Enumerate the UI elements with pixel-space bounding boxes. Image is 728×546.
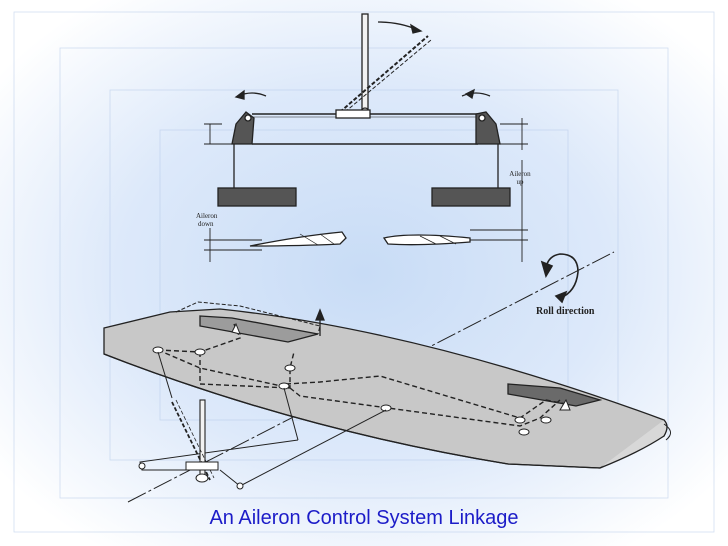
- rotation-arrow-right: [461, 92, 491, 97]
- control-stick-deflected: [339, 35, 429, 113]
- label-roll-direction: Roll direction: [536, 306, 595, 317]
- aileron-block-right: [431, 187, 511, 207]
- dimension-left: [204, 123, 262, 262]
- linkage-top-diagram: [204, 13, 528, 262]
- dimension-right: [470, 118, 528, 262]
- wing-diagram: [103, 251, 671, 503]
- bellcrank-wing-right: [559, 398, 571, 411]
- pulley: [518, 428, 530, 436]
- control-stick: [361, 13, 369, 113]
- wing-tip: [599, 419, 668, 469]
- label-aileron-up-line2: up: [517, 178, 525, 186]
- aileron-left-deflected: [175, 301, 321, 335]
- pulley: [540, 416, 552, 424]
- cockpit-torque-tube: [185, 461, 219, 471]
- pulley: [380, 404, 392, 412]
- wing-leading-edge: [103, 353, 601, 469]
- aileron-left: [199, 315, 319, 343]
- cable-to-cockpit: [157, 351, 173, 399]
- label-aileron-up-line1: Aileron: [509, 170, 531, 178]
- label-aileron-down-line2: down: [198, 220, 214, 228]
- aileron-block-left: [217, 187, 297, 207]
- slide-caption: An Aileron Control System Linkage: [209, 507, 519, 529]
- roll-direction-indicator: [540, 253, 579, 304]
- pulley: [284, 364, 296, 372]
- label-aileron-down-line1: Aileron: [196, 212, 218, 220]
- pulley: [514, 416, 526, 424]
- internal-cable-run: [157, 323, 561, 427]
- bellcrank-wing-left: [231, 322, 241, 335]
- aileron-right: [507, 383, 603, 407]
- pulley: [194, 348, 206, 356]
